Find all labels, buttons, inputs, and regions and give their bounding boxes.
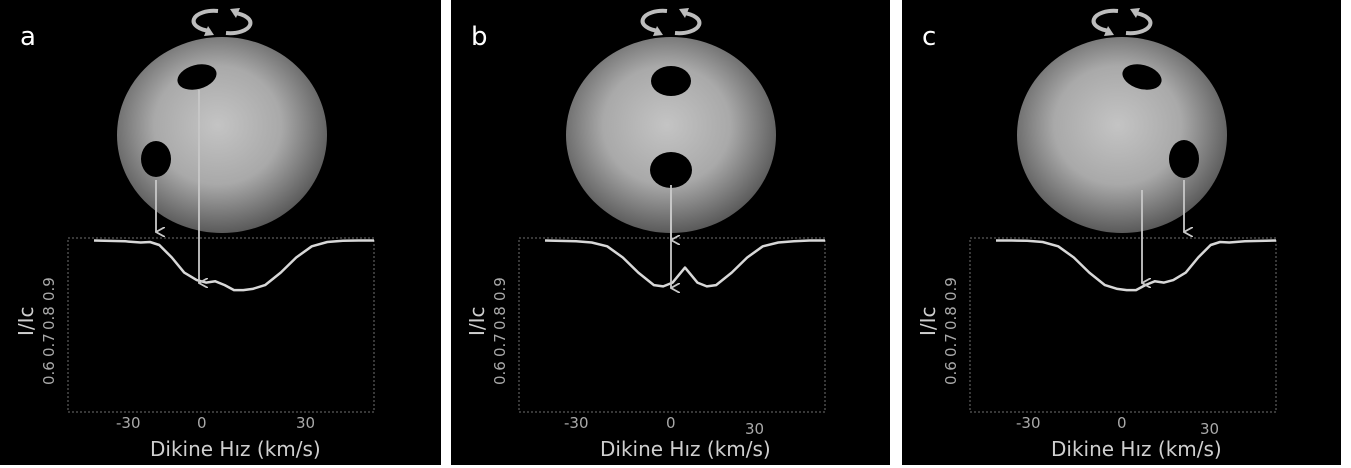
y-axis-title: I/Ic — [916, 306, 940, 336]
y-tick-label: 0.9 — [40, 277, 58, 301]
rotation-arrow-icon — [640, 8, 702, 36]
panel-label: b — [471, 22, 488, 52]
y-axis-title: I/Ic — [14, 306, 38, 336]
line-profile-series — [996, 239, 1277, 292]
panel-b: b I/Ic 0.6 0.7 0.8 0.9 -30 0 30 Dikine H… — [451, 0, 890, 465]
x-tick-label: 0 — [197, 414, 207, 432]
y-tick-label: 0.7 — [942, 333, 960, 357]
plot-frame — [518, 237, 826, 413]
panel-label: c — [922, 22, 937, 52]
rotation-arrow-icon — [191, 8, 253, 36]
y-axis-title: I/Ic — [465, 306, 489, 336]
plot-frame — [969, 237, 1277, 413]
plot-frame — [67, 237, 375, 413]
y-tick-label: 0.8 — [942, 306, 960, 330]
x-tick-label: -30 — [116, 414, 141, 432]
x-axis-title: Dikine Hız (km/s) — [600, 437, 771, 461]
x-tick-label: -30 — [1016, 414, 1041, 432]
panel-c-graphic — [969, 8, 1277, 413]
y-tick-label: 0.7 — [491, 333, 509, 357]
star-disk — [1017, 37, 1227, 233]
y-tick-label: 0.8 — [40, 306, 58, 330]
y-tick-label: 0.6 — [40, 361, 58, 385]
panel-a: a I/Ic 0.6 0.7 0.8 0.9 -30 0 30 Dikine H… — [0, 0, 441, 465]
y-tick-label: 0.7 — [40, 333, 58, 357]
y-tick-label: 0.9 — [942, 277, 960, 301]
star-spot — [651, 66, 691, 96]
star-spot — [141, 141, 171, 177]
star-spot — [177, 64, 217, 90]
y-tick-label: 0.6 — [491, 361, 509, 385]
x-tick-label: 0 — [666, 414, 676, 432]
y-tick-label: 0.9 — [491, 277, 509, 301]
line-profile-series — [93, 239, 374, 292]
y-tick-label: 0.6 — [942, 361, 960, 385]
star-disk — [566, 37, 776, 233]
x-tick-label: 30 — [745, 420, 765, 438]
x-tick-label: 0 — [1117, 414, 1127, 432]
panel-c: c I/Ic 0.6 0.7 0.8 0.9 -30 0 30 Dikine H… — [902, 0, 1341, 465]
panel-b-graphic — [518, 8, 826, 413]
panel-a-graphic — [67, 8, 375, 413]
x-axis-title: Dikine Hız (km/s) — [1051, 437, 1222, 461]
star-spot — [650, 152, 692, 188]
line-profile-series — [544, 239, 825, 288]
star-disk — [117, 37, 327, 233]
y-tick-label: 0.8 — [491, 306, 509, 330]
x-tick-label: 30 — [296, 414, 316, 432]
x-axis-title: Dikine Hız (km/s) — [150, 437, 321, 461]
panel-label: a — [20, 22, 36, 52]
x-tick-label: -30 — [564, 414, 589, 432]
star-spot — [1122, 64, 1162, 90]
rotation-arrow-icon — [1091, 8, 1153, 36]
star-spot — [1169, 140, 1199, 178]
x-tick-label: 30 — [1200, 420, 1220, 438]
